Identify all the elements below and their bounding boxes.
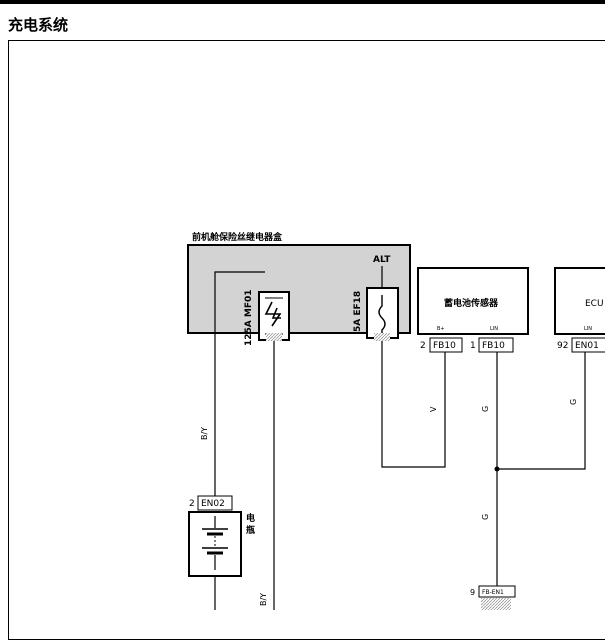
terminal-mf01 — [266, 333, 282, 341]
conn-fben1-pin: 9 — [470, 588, 475, 597]
wire-by-upper-label: B/Y — [200, 427, 209, 440]
conn-fb10-b-label: FB10 — [482, 341, 505, 351]
fuse-ef18 — [366, 287, 399, 339]
conn-en02-pin: 2 — [189, 499, 195, 509]
battery-symbol-icon — [202, 516, 228, 570]
ecu-box — [554, 267, 605, 335]
wire-v-label: V — [429, 406, 438, 412]
top-rule — [0, 0, 605, 4]
battery-sensor-box — [417, 267, 529, 335]
battery-title-1: 电 — [246, 512, 255, 524]
conn-fb10-a-label: FB10 — [433, 341, 456, 351]
terminal-ef18 — [374, 333, 390, 341]
fuse-ef18-label: 5A EF18 — [353, 291, 363, 332]
wire-g2-label: G — [569, 399, 578, 405]
pin-bplus: B+ — [437, 326, 445, 332]
alt-label: ALT — [373, 255, 391, 265]
wire-by-lower-label: B/Y — [259, 593, 268, 606]
pin-lin-sensor: LIN — [490, 326, 498, 332]
fuse-mf01 — [258, 291, 290, 341]
battery-title-2: 瓶 — [246, 524, 255, 536]
wiring-diagram: 前机舱保险丝继电器盒 125A MF01 ALT 5A EF18 蓄电池传感器 … — [187, 231, 605, 610]
wire-v — [381, 341, 446, 468]
conn-fb10-pin1: 1 — [470, 341, 476, 351]
conn-fb-en1-label: FB-EN1 — [482, 589, 504, 596]
fuse-symbol-icon — [378, 295, 386, 336]
fuse-box-title: 前机舱保险丝继电器盒 — [192, 231, 283, 243]
conn-fb10-pin2: 2 — [420, 341, 426, 351]
wire-g-ecu — [497, 352, 586, 470]
conn-en02 — [197, 495, 233, 511]
conn-fb10-b — [478, 337, 514, 353]
fuse-symbol-icon — [264, 301, 282, 327]
conn-en01-label: EN01 — [575, 341, 599, 351]
conn-en01 — [571, 337, 605, 353]
busbar-wire — [214, 271, 265, 333]
pin-lin-ecu: LIN — [584, 326, 592, 332]
conn-fb-en1 — [478, 585, 516, 598]
conn-fb10-a — [429, 337, 463, 353]
conn-en02-label: EN02 — [201, 499, 225, 509]
battery-sensor-title: 蓄电池传感器 — [444, 297, 499, 309]
wire-g3-label: G — [481, 514, 490, 520]
terminal-fb-en1 — [481, 598, 511, 610]
conn-en01-pin: 92 — [557, 341, 568, 351]
fuse-mf01-label: 125A MF01 — [244, 289, 254, 346]
wire-g1-label: G — [481, 406, 490, 412]
page-title: 充电系统 — [8, 16, 69, 34]
ecu-title: ECU — [585, 299, 604, 309]
